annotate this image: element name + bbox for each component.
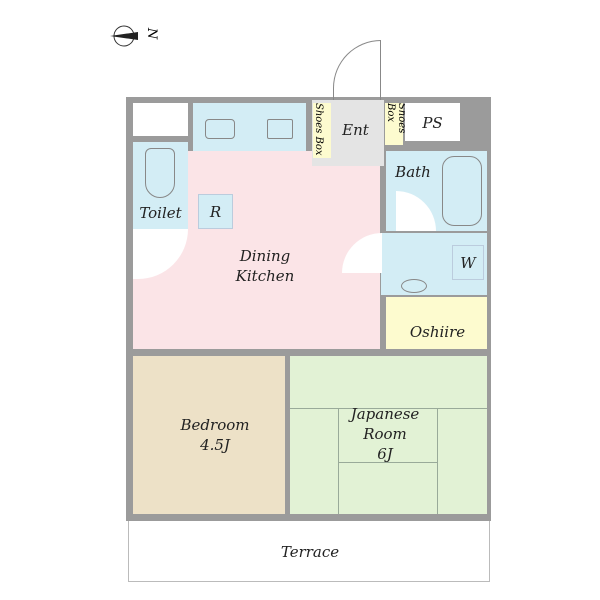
washing-machine [452, 245, 484, 280]
oshiire [386, 297, 487, 349]
compass: N [106, 24, 160, 48]
shoes-box-right: Shoes Box [385, 103, 407, 145]
washroom [381, 233, 487, 295]
tatami-lines [290, 408, 487, 514]
stove-icon [205, 119, 235, 139]
bath-door-area [396, 191, 436, 231]
compass-label: N [144, 27, 160, 40]
ps-label: PS [422, 114, 443, 132]
kitchen-counter [193, 103, 306, 151]
entrance-label: Ent [342, 121, 369, 139]
dining-kitchen-label: Dining Kitchen [235, 247, 295, 285]
shoes-box-right-label: Shoes Box [385, 103, 407, 134]
bedroom-label: Bedroom 4.5J [180, 416, 250, 454]
japanese-room-label: Japanese Room 6J [350, 405, 420, 463]
entrance-door-swing [333, 40, 381, 100]
toilet-bowl-icon [145, 148, 175, 198]
tatami-lines [338, 462, 438, 463]
bathtub-icon [442, 156, 482, 226]
bath-label: Bath [395, 163, 431, 181]
tatami-lines [338, 408, 438, 514]
compass-arrow-icon [110, 25, 138, 47]
pipe-space [405, 103, 460, 141]
bedroom [133, 356, 285, 514]
toilet [133, 142, 188, 229]
oshiire-label: Oshiire [409, 323, 466, 341]
shoes-box-left-label: Shoes Box [313, 103, 324, 156]
refrigerator-label: R [209, 203, 222, 221]
japanese-room [290, 356, 487, 514]
toilet-label: Toilet [139, 204, 182, 222]
bath [386, 151, 487, 231]
wash-basin-icon [401, 279, 427, 293]
upper-left-space [133, 103, 188, 136]
terrace [128, 520, 490, 582]
terrace-label: Terrace [280, 543, 340, 561]
refrigerator [198, 194, 233, 229]
washer-label: W [460, 254, 476, 272]
sink-icon [267, 119, 293, 139]
shoes-box-left: Shoes Box [313, 103, 331, 158]
